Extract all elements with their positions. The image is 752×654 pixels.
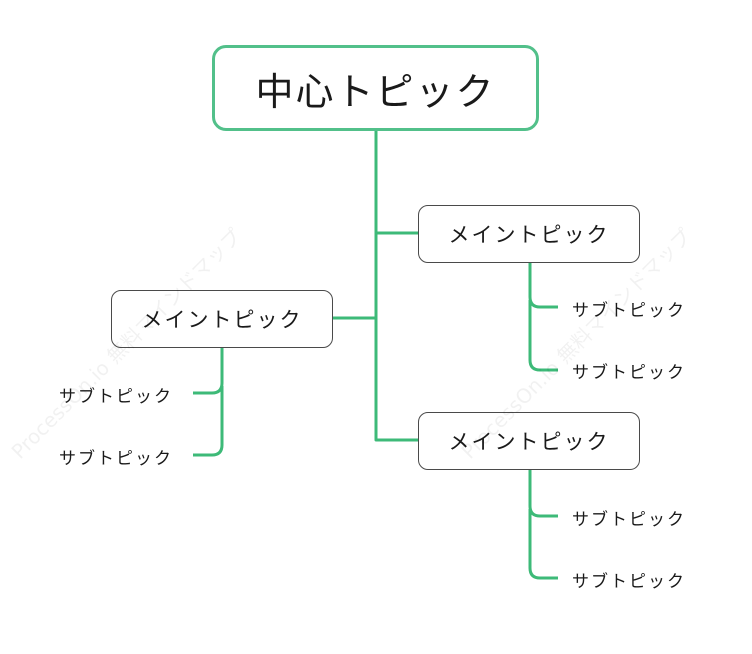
connector-sub-2-1 xyxy=(193,347,224,395)
sub-topic-label: サブトピック xyxy=(572,300,686,321)
connector-sub-2-2 xyxy=(193,386,224,457)
main-topic-node-3[interactable]: メイントピック xyxy=(418,412,640,470)
sub-topic-label: サブトピック xyxy=(59,386,173,407)
sub-topic-node-2-2[interactable]: サブトピック xyxy=(59,442,173,470)
main-topic-node-1[interactable]: メイントピック xyxy=(418,205,640,263)
sub-topic-label: サブトピック xyxy=(572,571,686,592)
main-topic-label: メイントピック xyxy=(448,430,610,454)
sub-topic-node-2-1[interactable]: サブトピック xyxy=(59,380,173,408)
sub-topic-label: サブトピック xyxy=(572,362,686,383)
main-topic-label: メイントピック xyxy=(141,308,303,332)
connector-sub-1-1 xyxy=(528,262,558,309)
main-topic-label: メイントピック xyxy=(448,223,610,247)
connector-sub-3-2 xyxy=(528,509,558,580)
sub-topic-label: サブトピック xyxy=(59,448,173,469)
sub-topic-node-3-2[interactable]: サブトピック xyxy=(572,565,686,593)
sub-topic-node-1-1[interactable]: サブトピック xyxy=(572,294,686,322)
sub-topic-node-3-1[interactable]: サブトピック xyxy=(572,503,686,531)
center-topic-node[interactable]: 中心トピック xyxy=(212,45,539,131)
sub-topic-label: サブトピック xyxy=(572,509,686,530)
main-topic-node-2[interactable]: メイントピック xyxy=(111,290,333,348)
sub-topic-node-1-2[interactable]: サブトピック xyxy=(572,356,686,384)
center-topic-label: 中心トピック xyxy=(255,69,496,114)
connector-sub-3-1 xyxy=(528,470,558,518)
connector-sub-1-2 xyxy=(528,300,558,372)
